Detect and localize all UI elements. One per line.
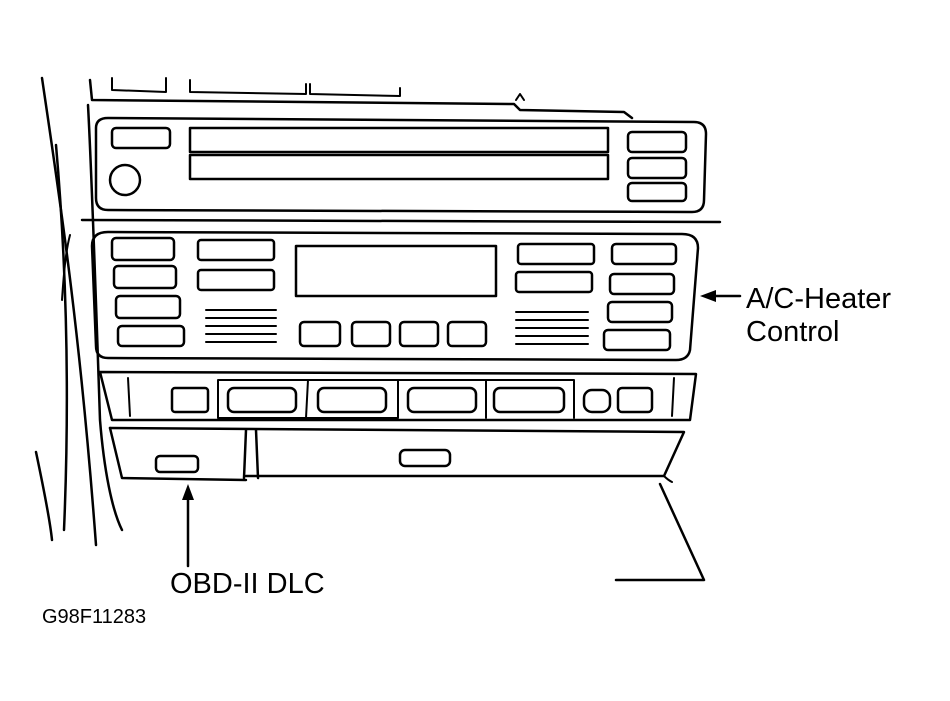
switch-5[interactable] [492,386,566,414]
figure-code: G98F11283 [42,606,147,628]
climate-button-left-2[interactable] [112,264,178,290]
obd-ii-dlc-label: OBD-II DLC [170,568,325,600]
lower-right-leader-line [614,482,706,582]
climate-button-right-1[interactable] [516,242,596,266]
radio-small-button[interactable] [110,126,172,150]
switch-1[interactable] [170,386,210,414]
bezel-line [80,218,722,224]
switch-7[interactable] [616,386,654,414]
ac-heater-control-panel [90,230,700,362]
radio-right-button-3[interactable] [626,181,688,203]
climate-button-left-5[interactable] [196,238,276,262]
switch-3[interactable] [316,386,388,414]
climate-center-button-4[interactable] [446,320,488,348]
radio-right-button-2[interactable] [626,156,688,180]
climate-display [294,244,498,298]
radio-right-button-1[interactable] [626,130,688,154]
switch-6[interactable] [582,388,612,414]
climate-button-right-3[interactable] [610,242,678,266]
ac-heater-control-label-line1: A/C-Heater [746,283,892,315]
dash-left-edge [34,76,124,547]
climate-button-left-3[interactable] [114,294,182,320]
radio-unit [94,116,708,214]
ac-heater-control-label-line2: Control [746,316,840,348]
right-grille [515,311,589,345]
upper-dash-trim [88,77,634,120]
radio-volume-knob[interactable] [108,163,142,197]
climate-button-left-1[interactable] [110,236,176,262]
obd-arrow [182,484,194,568]
cassette-slot [188,153,610,181]
switch-4[interactable] [406,386,478,414]
radio-display [188,126,610,154]
climate-button-right-5[interactable] [606,300,674,324]
left-grille [205,309,277,343]
climate-center-button-2[interactable] [350,320,392,348]
climate-button-left-4[interactable] [116,324,186,348]
switch-bank [98,370,698,422]
climate-center-button-1[interactable] [298,320,342,348]
climate-button-right-6[interactable] [602,328,672,352]
trim-panel-latch[interactable] [398,448,452,468]
climate-button-right-2[interactable] [514,270,594,294]
obd-ii-dlc-connector [154,454,200,474]
lower-trim-panel [108,426,686,483]
climate-center-button-3[interactable] [398,320,440,348]
ac-heater-arrow [700,290,742,302]
climate-button-right-4[interactable] [608,272,676,296]
switch-2[interactable] [226,386,298,414]
climate-button-left-6[interactable] [196,268,276,292]
